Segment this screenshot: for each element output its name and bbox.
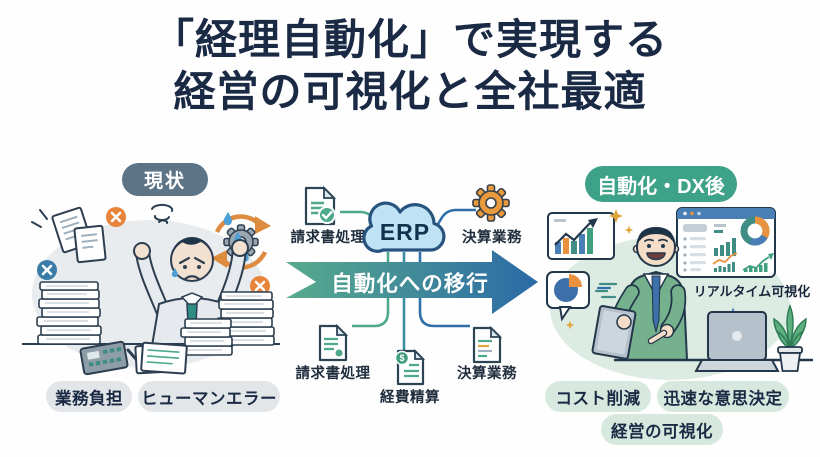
current-state-badge: 現状 (122, 163, 208, 196)
erp-cloud (362, 201, 446, 253)
issue-pill-human-error: ヒューマンエラー (138, 381, 280, 412)
notepad-icon (134, 341, 188, 375)
error-x-icon-orange-2 (250, 276, 270, 296)
label-expense-settlement: 経費精算 (380, 390, 440, 406)
title-line-1: 「経理自動化」で実現する (151, 16, 668, 63)
benefit-pill-cost-reduction: コスト削減 (545, 381, 651, 412)
label-invoice-processing-top: 請求書処理 (290, 230, 366, 246)
benefit-pill-rapid-decision: 迅速な意思決定 (657, 381, 789, 412)
happy-manager-illustration (546, 207, 813, 380)
flying-papers (31, 206, 107, 264)
label-closing-work-bottom: 決算業務 (457, 366, 517, 382)
erp-cloud-label: ERP (379, 219, 431, 245)
closing-report-document-icon (472, 326, 503, 364)
plant-icon (773, 303, 807, 372)
invoice-document-icon (318, 324, 349, 362)
dx-state-badge: 自動化・DX後 (585, 166, 737, 202)
error-x-icon-orange-1 (106, 207, 126, 227)
gear-icon (472, 184, 510, 222)
stressed-worker-illustration (22, 203, 280, 376)
realtime-visibility-caption: リアルタイム可視化 (693, 284, 811, 299)
paper-stack-left (36, 281, 102, 345)
invoice-check-icon (304, 186, 337, 226)
stressed-person (133, 237, 249, 347)
bar-chart-card (547, 212, 615, 260)
dollar-glyph: $ (399, 353, 404, 363)
tablet-icon (591, 305, 637, 360)
dizzy-spiral-icon (151, 203, 174, 224)
page-title: 「経理自動化」で実現する 経営の可視化と全社最適 (0, 14, 820, 118)
paper-stack-right-front (180, 318, 233, 356)
expense-dollar-document-icon: $ (394, 348, 426, 386)
laptop-icon (694, 311, 780, 372)
pie-chart-bubble (546, 271, 590, 322)
title-line-2: 経営の可視化と全社最適 (173, 68, 647, 116)
transition-arrow (286, 250, 538, 314)
happy-manager (591, 227, 689, 361)
issue-pill-workload: 業務負担 (46, 381, 132, 412)
benefit-pill-management-visibility: 経営の可視化 (601, 414, 723, 445)
paper-stack-right-back (216, 291, 275, 346)
label-closing-work-top: 決算業務 (462, 230, 522, 246)
transition-arrow-label: 自動化への移行 (331, 272, 489, 296)
dashboard-window (676, 207, 776, 278)
error-x-icon-blue (37, 260, 57, 280)
label-invoice-processing-bottom: 請求書処理 (295, 366, 371, 382)
calculator-icon (79, 340, 129, 376)
